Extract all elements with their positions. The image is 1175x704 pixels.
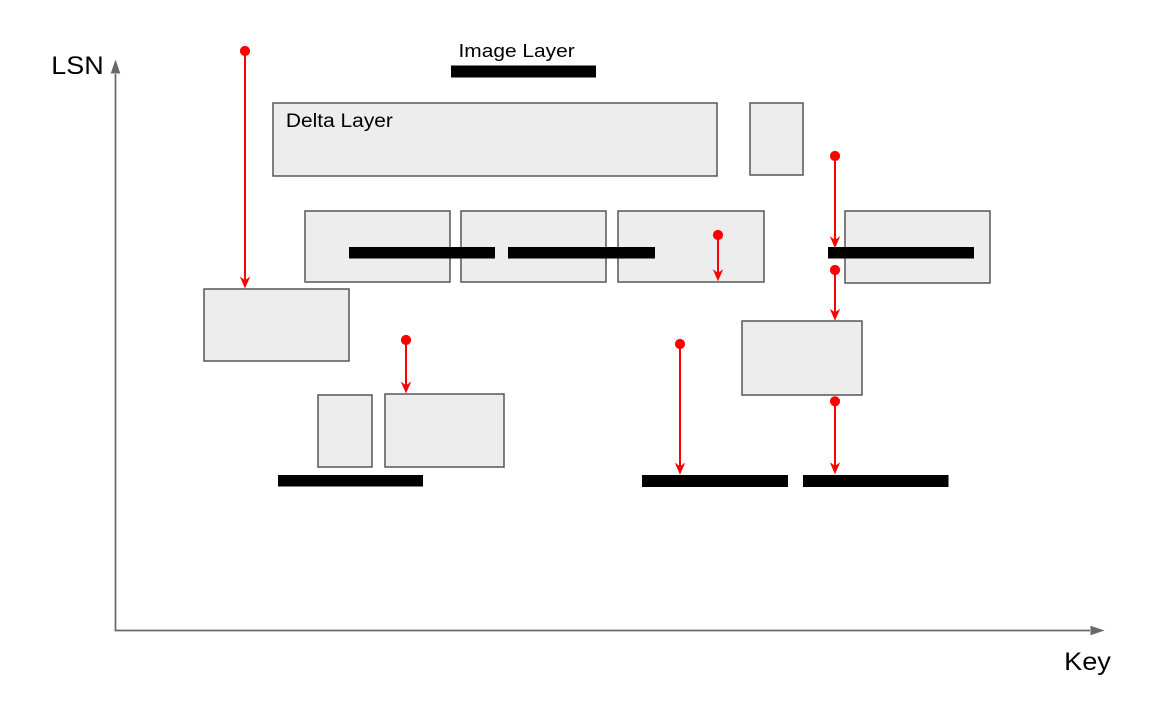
svg-text:Image Layer: Image Layer [459,40,575,61]
svg-text:Key: Key [1064,648,1111,676]
svg-text:Delta Layer: Delta Layer [286,111,394,132]
svg-text:LSN: LSN [51,52,103,80]
